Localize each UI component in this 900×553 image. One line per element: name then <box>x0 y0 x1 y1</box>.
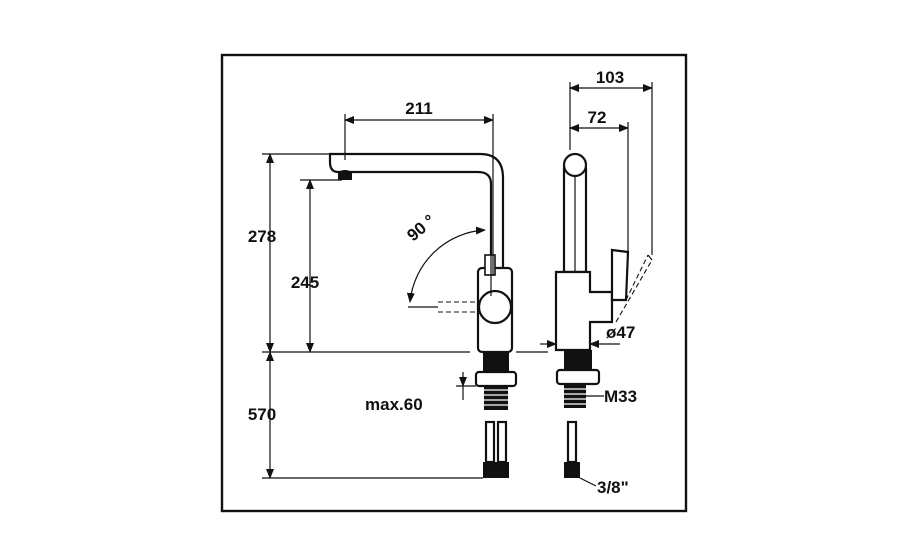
swivel-arc <box>406 226 486 303</box>
threaded-shank <box>484 386 508 410</box>
dim-outlet-height: 245 <box>291 273 319 292</box>
front-flex-hose <box>564 420 580 478</box>
drawing-frame <box>220 53 688 513</box>
dim-base-diameter: ø47 <box>606 323 635 342</box>
dim-swivel-angle: 90 ° <box>403 211 439 245</box>
dim-reach: 211 <box>405 99 432 118</box>
flex-hoses <box>483 420 509 478</box>
front-body <box>554 270 614 352</box>
front-lever <box>610 248 630 302</box>
front-view: 103 72 ø47 M33 3/8" <box>540 68 653 497</box>
lever-knob <box>477 289 513 325</box>
dim-thread: M33 <box>604 387 637 406</box>
dim-depth-total: 103 <box>596 68 624 87</box>
shank-top <box>483 352 509 372</box>
dim-connection: 3/8" <box>597 478 629 497</box>
dim-spout-height: 278 <box>248 227 276 246</box>
side-view: 211 278 245 570 max.60 90 ° <box>248 99 548 479</box>
dim-counter-thickness: max.60 <box>365 395 423 414</box>
front-threaded-shank <box>564 384 586 408</box>
spout <box>328 152 505 274</box>
dim-depth-lever: 72 <box>588 108 607 127</box>
dim-below-counter: 570 <box>248 405 276 424</box>
